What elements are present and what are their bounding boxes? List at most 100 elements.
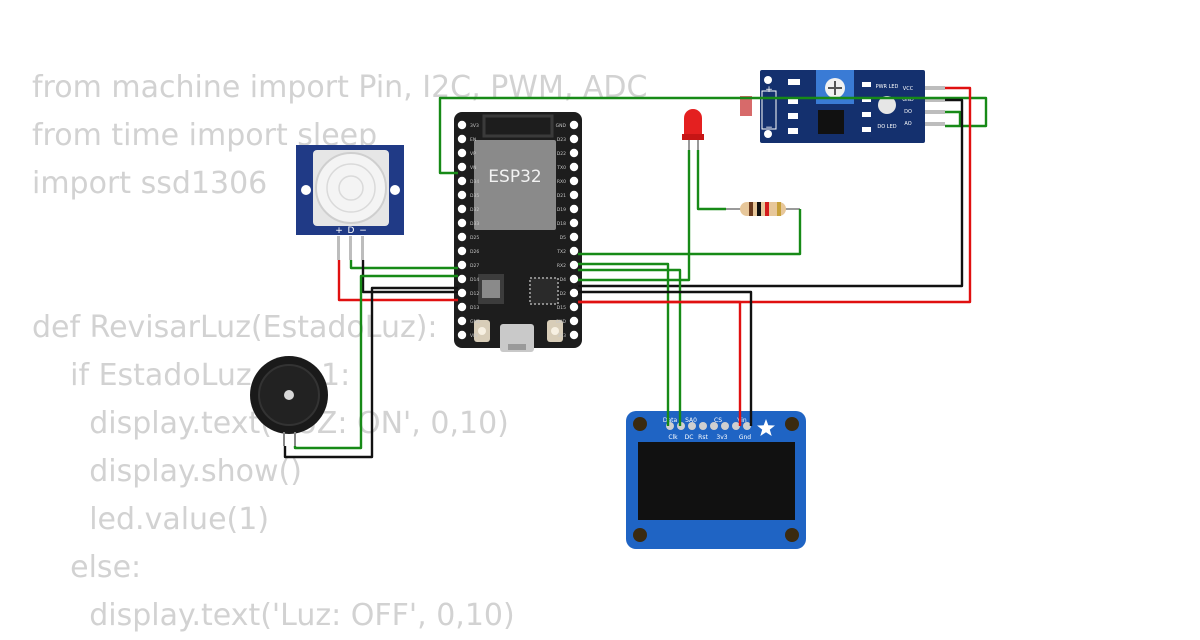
wire-resistor[interactable] xyxy=(578,209,802,256)
comparator-chip xyxy=(818,110,844,134)
esp32-pin[interactable] xyxy=(569,204,579,214)
esp32-pin[interactable] xyxy=(457,204,467,214)
red-led[interactable] xyxy=(682,109,704,150)
code-line: led.value(1) xyxy=(32,502,270,537)
esp32-pin[interactable] xyxy=(457,232,467,242)
ldr-pin-label: VCC xyxy=(903,86,914,92)
ldr-pin-label: AO xyxy=(904,121,911,127)
piezo-buzzer[interactable] xyxy=(250,356,328,446)
code-line: def RevisarLuz(EstadoLuz): xyxy=(32,310,438,345)
esp32-pin[interactable] xyxy=(457,134,467,144)
esp32-pin-label: EN xyxy=(470,137,476,143)
esp32-pin-label: D21 xyxy=(557,193,566,199)
wire-ldr-do[interactable] xyxy=(945,110,962,126)
esp32-board[interactable]: ESP32 3V3ENVPVND34D35D32D33D25D26D27D14D… xyxy=(454,112,582,352)
esp32-pin[interactable] xyxy=(457,246,467,256)
esp32-pin[interactable] xyxy=(569,330,579,340)
esp32-pin-label: GND xyxy=(470,319,481,325)
pir-motion-sensor[interactable]: + D − xyxy=(296,145,404,260)
esp32-pin[interactable] xyxy=(569,260,579,270)
wire-pir-signal[interactable] xyxy=(349,260,458,270)
esp32-pin[interactable] xyxy=(457,330,467,340)
oled-pin-label: CS xyxy=(714,417,722,424)
esp32-pin-label: D5 xyxy=(560,235,566,241)
esp32-pin[interactable] xyxy=(569,162,579,172)
esp32-pin-label: D12 xyxy=(470,291,479,297)
esp32-pin[interactable] xyxy=(569,316,579,326)
esp32-pin[interactable] xyxy=(457,162,467,172)
oled-pin[interactable] xyxy=(688,422,696,430)
esp32-right-pin-header: GNDD23D22TX0RX0D21D19D18D5TX2RX2D4D2D15G… xyxy=(556,120,579,340)
esp32-pin[interactable] xyxy=(569,302,579,312)
oled-screen xyxy=(638,442,795,520)
esp32-pin-label: D2 xyxy=(560,291,566,297)
oled-pin[interactable] xyxy=(743,422,751,430)
oled-pin[interactable] xyxy=(732,422,740,430)
esp32-pin-label: GND xyxy=(556,319,567,325)
do-led-label: DO LED xyxy=(877,124,896,130)
esp32-chip-label: ESP32 xyxy=(488,167,541,187)
esp32-pin[interactable] xyxy=(457,316,467,326)
esp32-pin-label: D19 xyxy=(557,207,566,213)
esp32-pin[interactable] xyxy=(569,218,579,228)
esp32-pin[interactable] xyxy=(569,148,579,158)
code-line: from time import sleep xyxy=(32,118,378,153)
esp32-pin[interactable] xyxy=(569,232,579,242)
wire-oled-vin[interactable] xyxy=(578,300,742,426)
esp32-pin[interactable] xyxy=(569,134,579,144)
esp32-pin[interactable] xyxy=(569,120,579,130)
esp32-pin-label: D27 xyxy=(470,263,479,269)
esp32-pin-label: D14 xyxy=(470,277,479,283)
wire-ldr-ao[interactable] xyxy=(438,96,988,175)
esp32-pin[interactable] xyxy=(457,218,467,228)
wire-led-anode[interactable] xyxy=(578,150,691,282)
photoresistor-module[interactable]: + − PWR LED DO LED VCC GND DO AO xyxy=(740,70,945,143)
oled-pin-label: Data xyxy=(663,417,678,424)
esp32-pin[interactable] xyxy=(457,260,467,270)
oled-pin-label: SA0 xyxy=(685,417,697,424)
pir-pin-label: − xyxy=(359,226,367,236)
resistor[interactable] xyxy=(726,202,800,216)
oled-pin-label: Vin xyxy=(737,417,747,424)
esp32-pin[interactable] xyxy=(457,302,467,312)
oled-pin[interactable] xyxy=(710,422,718,430)
wire-oled-clk[interactable] xyxy=(578,268,682,426)
esp32-pin-label: RX2 xyxy=(557,263,566,269)
wire-oled-data[interactable] xyxy=(578,262,670,426)
esp32-pin[interactable] xyxy=(569,176,579,186)
wire-led-cathode[interactable] xyxy=(696,150,726,211)
esp32-pin[interactable] xyxy=(569,246,579,256)
boot-button[interactable] xyxy=(547,320,563,342)
esp32-pin[interactable] xyxy=(569,274,579,284)
wire-pir-vcc[interactable] xyxy=(337,260,458,302)
esp32-pin-label: D34 xyxy=(470,179,479,185)
wire-oled-gnd[interactable] xyxy=(578,290,753,426)
esp32-pin[interactable] xyxy=(569,190,579,200)
wire-ldr-vcc[interactable] xyxy=(578,86,972,304)
esp32-pin-label: D32 xyxy=(470,207,479,213)
esp32-pin[interactable] xyxy=(457,148,467,158)
esp32-pin[interactable] xyxy=(569,288,579,298)
code-line: display.show() xyxy=(32,454,302,489)
esp32-pin-label: D25 xyxy=(470,235,479,241)
esp32-pin[interactable] xyxy=(457,190,467,200)
esp32-pin-label: D26 xyxy=(470,249,479,255)
wire-ldr-gnd[interactable] xyxy=(578,98,964,288)
esp32-pin-label: VN xyxy=(470,165,476,171)
esp32-pin[interactable] xyxy=(457,288,467,298)
esp32-pin[interactable] xyxy=(457,176,467,186)
oled-pin[interactable] xyxy=(721,422,729,430)
ldr-pin-label: DO xyxy=(904,109,912,115)
wire-pir-gnd[interactable] xyxy=(361,260,458,294)
esp32-pin[interactable] xyxy=(457,274,467,284)
oled-display[interactable]: Data SA0 CS Vin Clk DC Rst 3v3 Gnd xyxy=(626,411,806,549)
wire-buzzer-signal[interactable] xyxy=(293,274,458,450)
wire-buzzer-gnd[interactable] xyxy=(283,286,458,459)
en-button[interactable] xyxy=(474,320,490,342)
esp32-pin-label: VIN xyxy=(470,333,478,339)
pir-pin-label: D xyxy=(348,226,355,236)
esp32-pin-label: D18 xyxy=(557,221,566,227)
oled-pin[interactable] xyxy=(699,422,707,430)
antenna-trace xyxy=(482,114,554,138)
esp32-pin[interactable] xyxy=(457,120,467,130)
